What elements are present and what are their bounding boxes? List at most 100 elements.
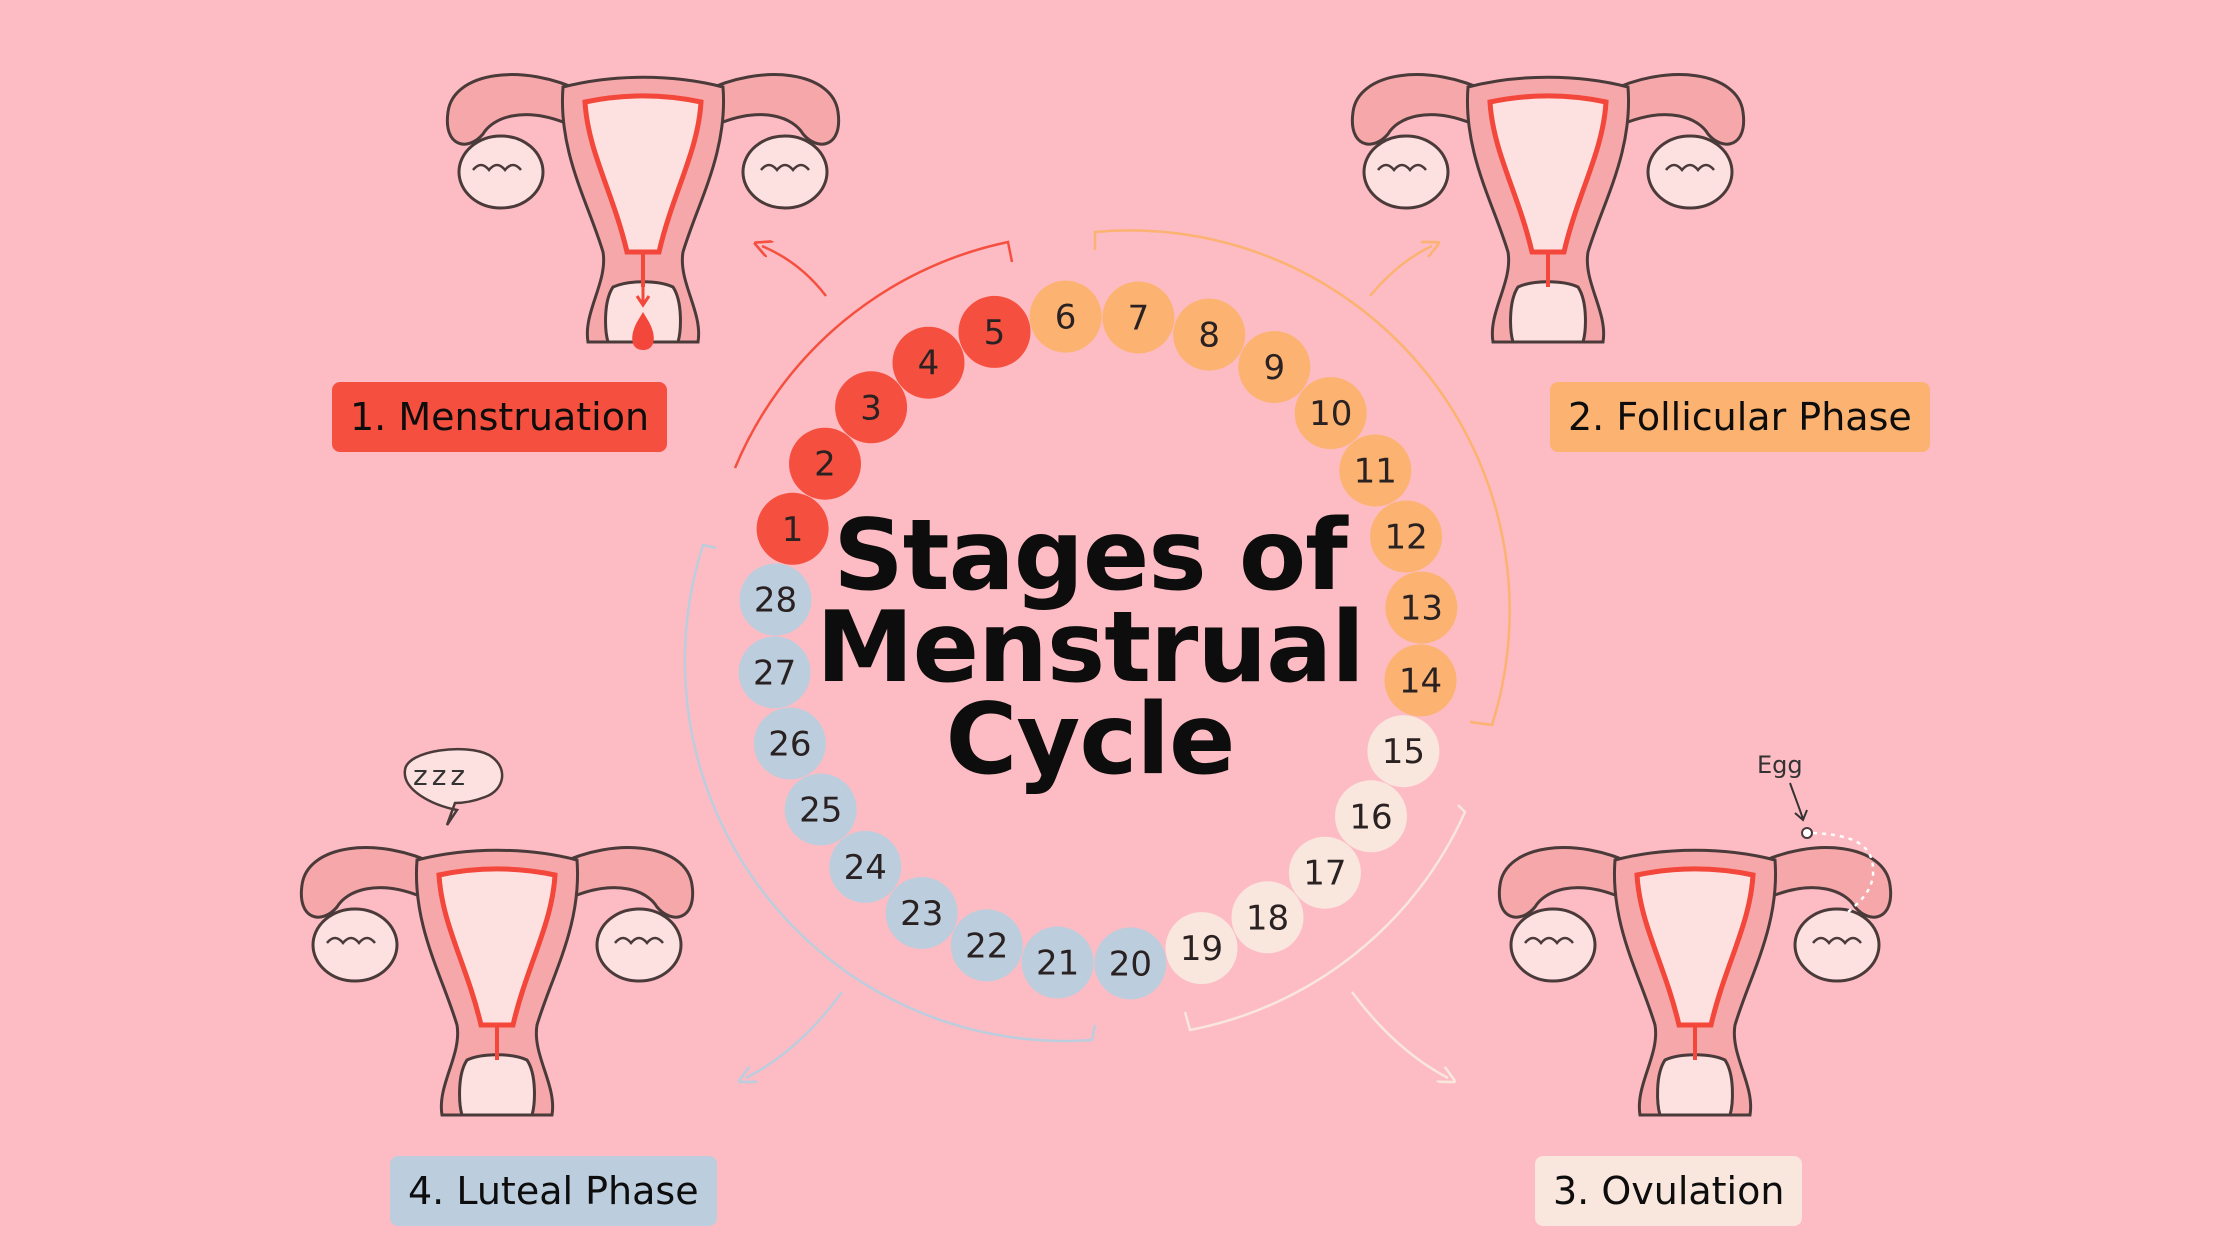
day-4: 4 xyxy=(892,326,965,399)
sleep-note: zzz xyxy=(413,759,469,792)
arrow-ovulation xyxy=(1350,991,1448,1078)
day-6: 6 xyxy=(1029,280,1102,353)
day-circle xyxy=(835,371,908,444)
day-3: 3 xyxy=(835,371,908,444)
label-menstruation: 1. Menstruation xyxy=(332,382,668,452)
day-26: 26 xyxy=(753,707,826,780)
arc-ovulation xyxy=(1183,804,1467,1032)
day-27: 27 xyxy=(738,636,811,709)
day-11: 11 xyxy=(1339,434,1412,507)
day-circle xyxy=(1384,644,1457,717)
arrow-luteal xyxy=(746,991,844,1078)
day-number: 7 xyxy=(1128,299,1150,339)
day-number: 2 xyxy=(814,445,836,485)
title-line-2: Menstrual xyxy=(816,591,1365,705)
day-24: 24 xyxy=(829,830,902,903)
day-number: 19 xyxy=(1180,929,1223,969)
day-number: 24 xyxy=(844,848,887,888)
day-8: 8 xyxy=(1173,298,1246,371)
day-circle xyxy=(829,830,902,903)
blood-drop-icon xyxy=(632,312,654,350)
label-follicular-phase: 2. Follicular Phase xyxy=(1550,382,1930,452)
day-circle xyxy=(958,295,1031,368)
day-circle xyxy=(1094,927,1167,1000)
arc-follicular xyxy=(1093,229,1511,727)
illustration-follicular xyxy=(1352,75,1743,342)
day-number: 4 xyxy=(918,344,940,384)
diagram-title: Stages of Menstrual Cycle xyxy=(760,499,1420,797)
day-23: 23 xyxy=(885,877,958,949)
day-9: 9 xyxy=(1238,331,1311,403)
arrow-menstruation xyxy=(762,246,827,297)
day-circle xyxy=(1385,571,1458,644)
day-2: 2 xyxy=(789,427,861,500)
title-line-3: Cycle xyxy=(945,683,1236,797)
day-number: 12 xyxy=(1384,518,1427,558)
day-circle xyxy=(1288,836,1361,909)
day-circle xyxy=(1370,500,1443,573)
day-number: 17 xyxy=(1303,854,1346,894)
day-20: 20 xyxy=(1094,927,1167,1000)
day-number: 28 xyxy=(754,581,797,621)
day-12: 12 xyxy=(1370,500,1443,573)
day-circle xyxy=(784,773,857,846)
day-number: 3 xyxy=(860,388,882,428)
day-number: 8 xyxy=(1198,316,1220,356)
day-28: 28 xyxy=(739,563,812,636)
day-number: 27 xyxy=(753,653,796,693)
day-5: 5 xyxy=(958,295,1031,368)
day-circle xyxy=(753,707,826,780)
day-circle xyxy=(789,427,861,500)
day-13: 13 xyxy=(1385,571,1458,644)
day-circle xyxy=(1165,912,1238,985)
day-circle xyxy=(1102,281,1175,354)
egg-note: Egg xyxy=(1757,751,1803,779)
day-17: 17 xyxy=(1288,836,1361,909)
day-number: 20 xyxy=(1109,944,1152,984)
day-circle xyxy=(738,636,811,709)
day-circle xyxy=(739,563,812,636)
day-25: 25 xyxy=(784,773,857,846)
phase-arcs xyxy=(683,229,1511,1043)
day-circle xyxy=(1238,331,1311,403)
speech-bubble xyxy=(403,747,504,826)
day-22: 22 xyxy=(950,909,1023,982)
day-10: 10 xyxy=(1294,377,1367,450)
day-number: 11 xyxy=(1354,452,1397,492)
day-number: 9 xyxy=(1263,348,1285,388)
day-number: 18 xyxy=(1246,898,1289,938)
day-circle xyxy=(892,326,965,399)
day-number: 1 xyxy=(782,510,804,550)
day-number: 23 xyxy=(900,894,943,934)
illustration-ovulation: Egg xyxy=(1499,751,1890,1115)
day-18: 18 xyxy=(1231,881,1304,954)
day-number: 21 xyxy=(1036,944,1079,984)
day-number: 16 xyxy=(1349,797,1392,837)
arc-menstruation xyxy=(733,240,1014,469)
day-19: 19 xyxy=(1165,912,1238,985)
day-number: 15 xyxy=(1382,732,1425,772)
day-14: 14 xyxy=(1384,644,1457,717)
day-circle xyxy=(1335,780,1407,853)
day-16: 16 xyxy=(1335,780,1407,853)
egg-icon xyxy=(1801,827,1813,839)
title-line-1: Stages of xyxy=(833,499,1348,613)
day-circle xyxy=(1029,280,1102,353)
label-ovulation: 3. Ovulation xyxy=(1535,1156,1803,1226)
day-7: 7 xyxy=(1102,281,1175,354)
day-circle xyxy=(1173,298,1246,371)
day-1: 1 xyxy=(756,492,829,565)
day-number: 10 xyxy=(1309,394,1352,434)
day-15: 15 xyxy=(1367,715,1440,788)
day-circle xyxy=(950,909,1023,982)
day-number: 14 xyxy=(1399,661,1442,701)
day-circle xyxy=(885,877,958,949)
illustration-luteal: zzz xyxy=(301,747,692,1115)
day-number: 26 xyxy=(768,725,811,765)
day-number: 13 xyxy=(1400,589,1443,629)
day-number: 6 xyxy=(1055,298,1077,338)
day-circle xyxy=(1294,377,1367,450)
